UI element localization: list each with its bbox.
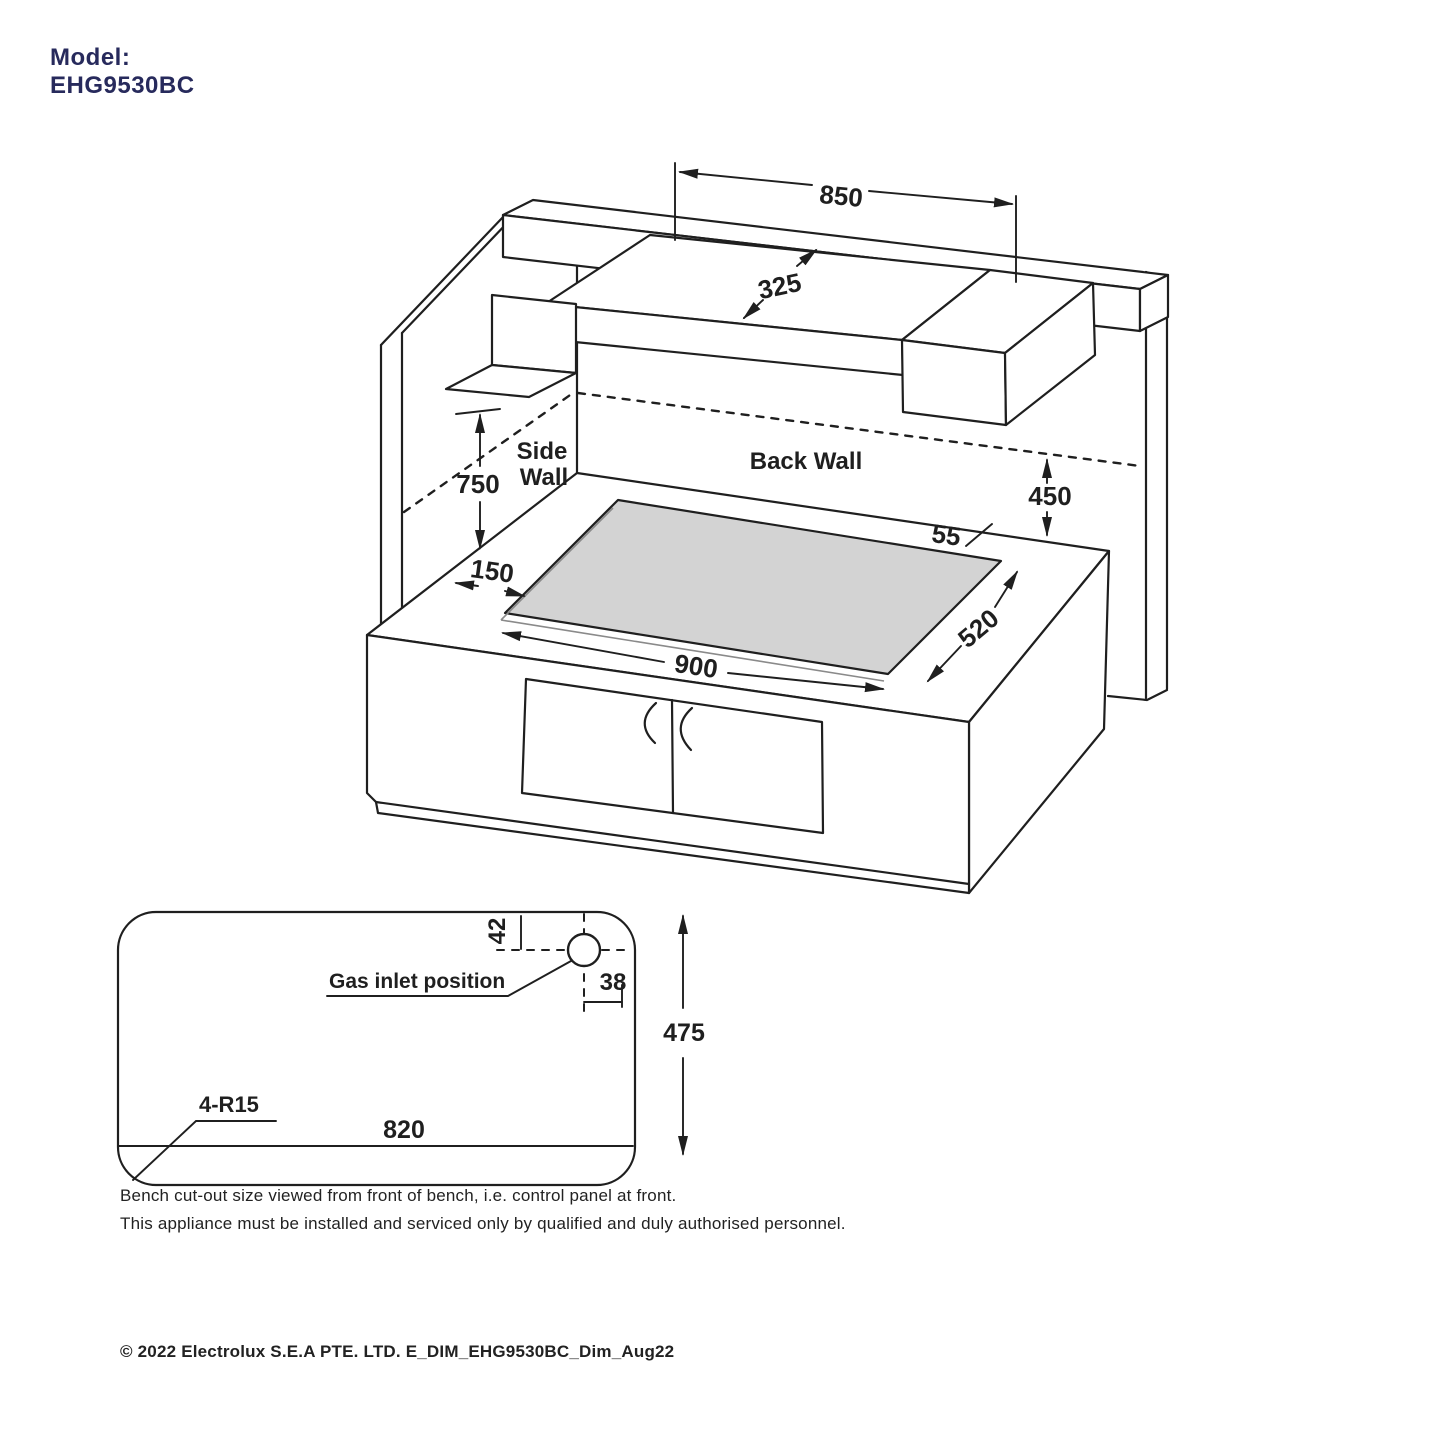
dim-900: 900 — [672, 648, 719, 684]
rangehood-left-support — [444, 293, 578, 399]
gas-inlet-label: Gas inlet position — [329, 970, 505, 993]
dim-42: 42 — [484, 918, 511, 945]
copyright-line: © 2022 Electrolux S.E.A PTE. LTD. E_DIM_… — [120, 1342, 675, 1361]
side-wall-label-line2: Wall — [520, 464, 568, 491]
back-wall-clearance-dashed-line — [576, 391, 1142, 468]
note-line-2: This appliance must be installed and ser… — [120, 1214, 846, 1233]
dim-820: 820 — [383, 1116, 425, 1144]
cabinet-doors — [520, 677, 825, 835]
dim-cutout-depth-475: 475 — [663, 914, 705, 1156]
dim-55: 55 — [930, 518, 963, 552]
back-wall-label: Back Wall — [750, 448, 863, 475]
dim-hood-above-bench-450: 450 — [1028, 458, 1072, 537]
cooktop — [500, 498, 1003, 682]
dim-750: 750 — [456, 469, 499, 499]
dim-side-gap-150: 150 — [454, 553, 526, 597]
cutout-outline — [116, 910, 637, 1187]
door-handle-left — [643, 701, 658, 745]
side-wall-clearance-dashed-line — [402, 391, 575, 514]
side-wall — [379, 214, 511, 626]
model-label: Model: — [50, 44, 131, 71]
corner-radius-label: 4-R15 — [199, 1092, 259, 1117]
rangehood-right-support — [900, 268, 1097, 427]
iso-scene: 850 325 750 450 150 — [365, 162, 1170, 895]
dim-150: 150 — [469, 553, 516, 589]
model-number: EHG9530BC — [50, 71, 195, 99]
dim-475: 475 — [663, 1019, 705, 1047]
dim-cooktop-width-900: 900 — [501, 631, 885, 693]
dim-clearance-750: 750 — [455, 408, 501, 550]
dim-hood-width-850: 850 — [674, 162, 1017, 283]
rangehood-body — [543, 233, 992, 377]
side-wall-label-line1: Side — [517, 438, 568, 465]
note-line-1: Bench cut-out size viewed from front of … — [120, 1186, 677, 1205]
dim-450: 450 — [1028, 481, 1071, 511]
model-header: Model: EHG9530BC — [50, 44, 195, 99]
cutout-diagram: 42 38 Gas inlet position 4-R15 820 475 — [116, 910, 705, 1187]
gas-inlet-hole — [566, 932, 602, 968]
door-handle-right — [679, 706, 694, 752]
dim-back-gap-55: 55 — [930, 518, 993, 552]
dim-850: 850 — [818, 179, 864, 213]
